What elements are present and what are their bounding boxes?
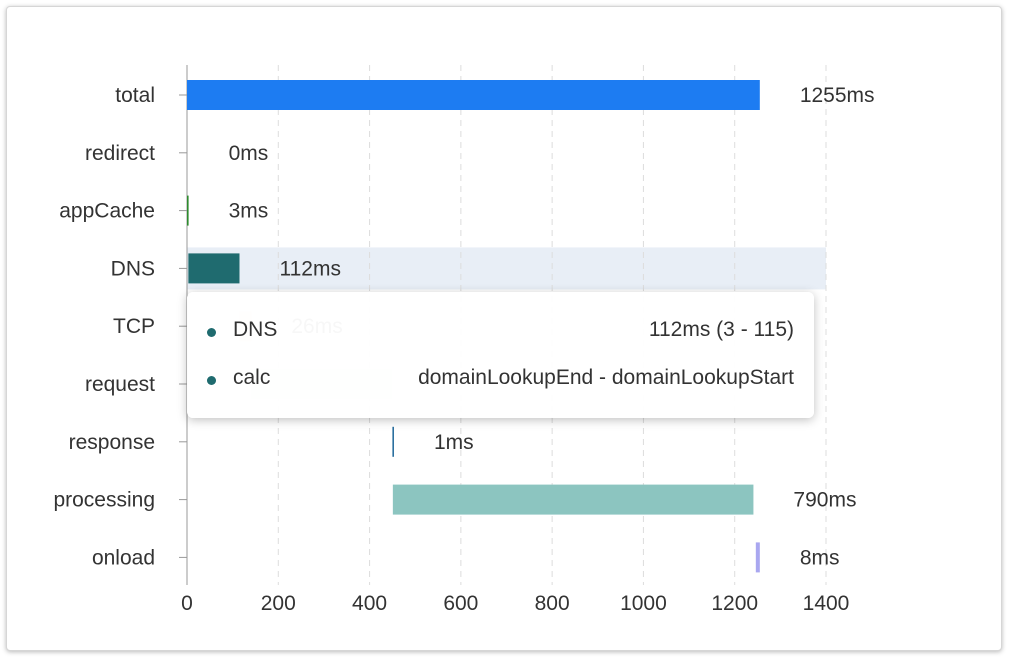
tooltip-row-calc: calc domainLookupEnd - domainLookupStart xyxy=(207,366,794,394)
x-tick-label: 600 xyxy=(443,592,478,615)
value-label: 0ms xyxy=(229,142,269,165)
tooltip-calc-name: calc xyxy=(233,366,271,389)
category-label: total xyxy=(115,84,155,107)
value-label: 1255ms xyxy=(800,84,875,107)
bar-DNS xyxy=(188,253,240,284)
tooltip-dot-icon xyxy=(207,376,216,385)
x-tick-label: 1200 xyxy=(711,592,758,615)
tooltip-series-value: 112ms (3 - 115) xyxy=(648,318,794,341)
x-tick-label: 1000 xyxy=(620,592,667,615)
bar-processing xyxy=(392,484,754,515)
x-tick-label: 200 xyxy=(261,592,296,615)
category-label: DNS xyxy=(111,257,155,280)
value-label: 3ms xyxy=(229,200,269,223)
category-label: response xyxy=(69,431,155,454)
value-label: 790ms xyxy=(793,489,856,512)
tooltip-row-dns: DNS 112ms (3 - 115) xyxy=(207,318,794,346)
category-label: TCP xyxy=(113,315,155,338)
category-label: redirect xyxy=(85,142,155,165)
highlight-band xyxy=(187,247,826,290)
x-tick-label: 0 xyxy=(181,592,193,615)
value-label: 112ms xyxy=(279,257,340,280)
tooltip: DNS 112ms (3 - 115) calc domainLookupEnd… xyxy=(187,292,814,418)
category-label: appCache xyxy=(59,200,155,223)
bar-onload xyxy=(755,542,760,573)
x-tick-label: 1400 xyxy=(803,592,850,615)
tooltip-calc-value: domainLookupEnd - domainLookupStart xyxy=(418,366,794,389)
bar-response xyxy=(392,426,394,457)
category-label: request xyxy=(85,373,155,396)
tooltip-series-name: DNS xyxy=(233,318,278,341)
category-label: processing xyxy=(53,489,155,512)
tooltip-dot-icon xyxy=(207,328,216,337)
x-tick-label: 800 xyxy=(535,592,570,615)
value-label: 8ms xyxy=(800,546,840,569)
category-label: onload xyxy=(92,546,155,569)
x-tick-label: 400 xyxy=(352,592,387,615)
bar-total xyxy=(187,80,760,110)
bar-appCache xyxy=(187,195,189,226)
value-label: 1ms xyxy=(434,431,474,454)
